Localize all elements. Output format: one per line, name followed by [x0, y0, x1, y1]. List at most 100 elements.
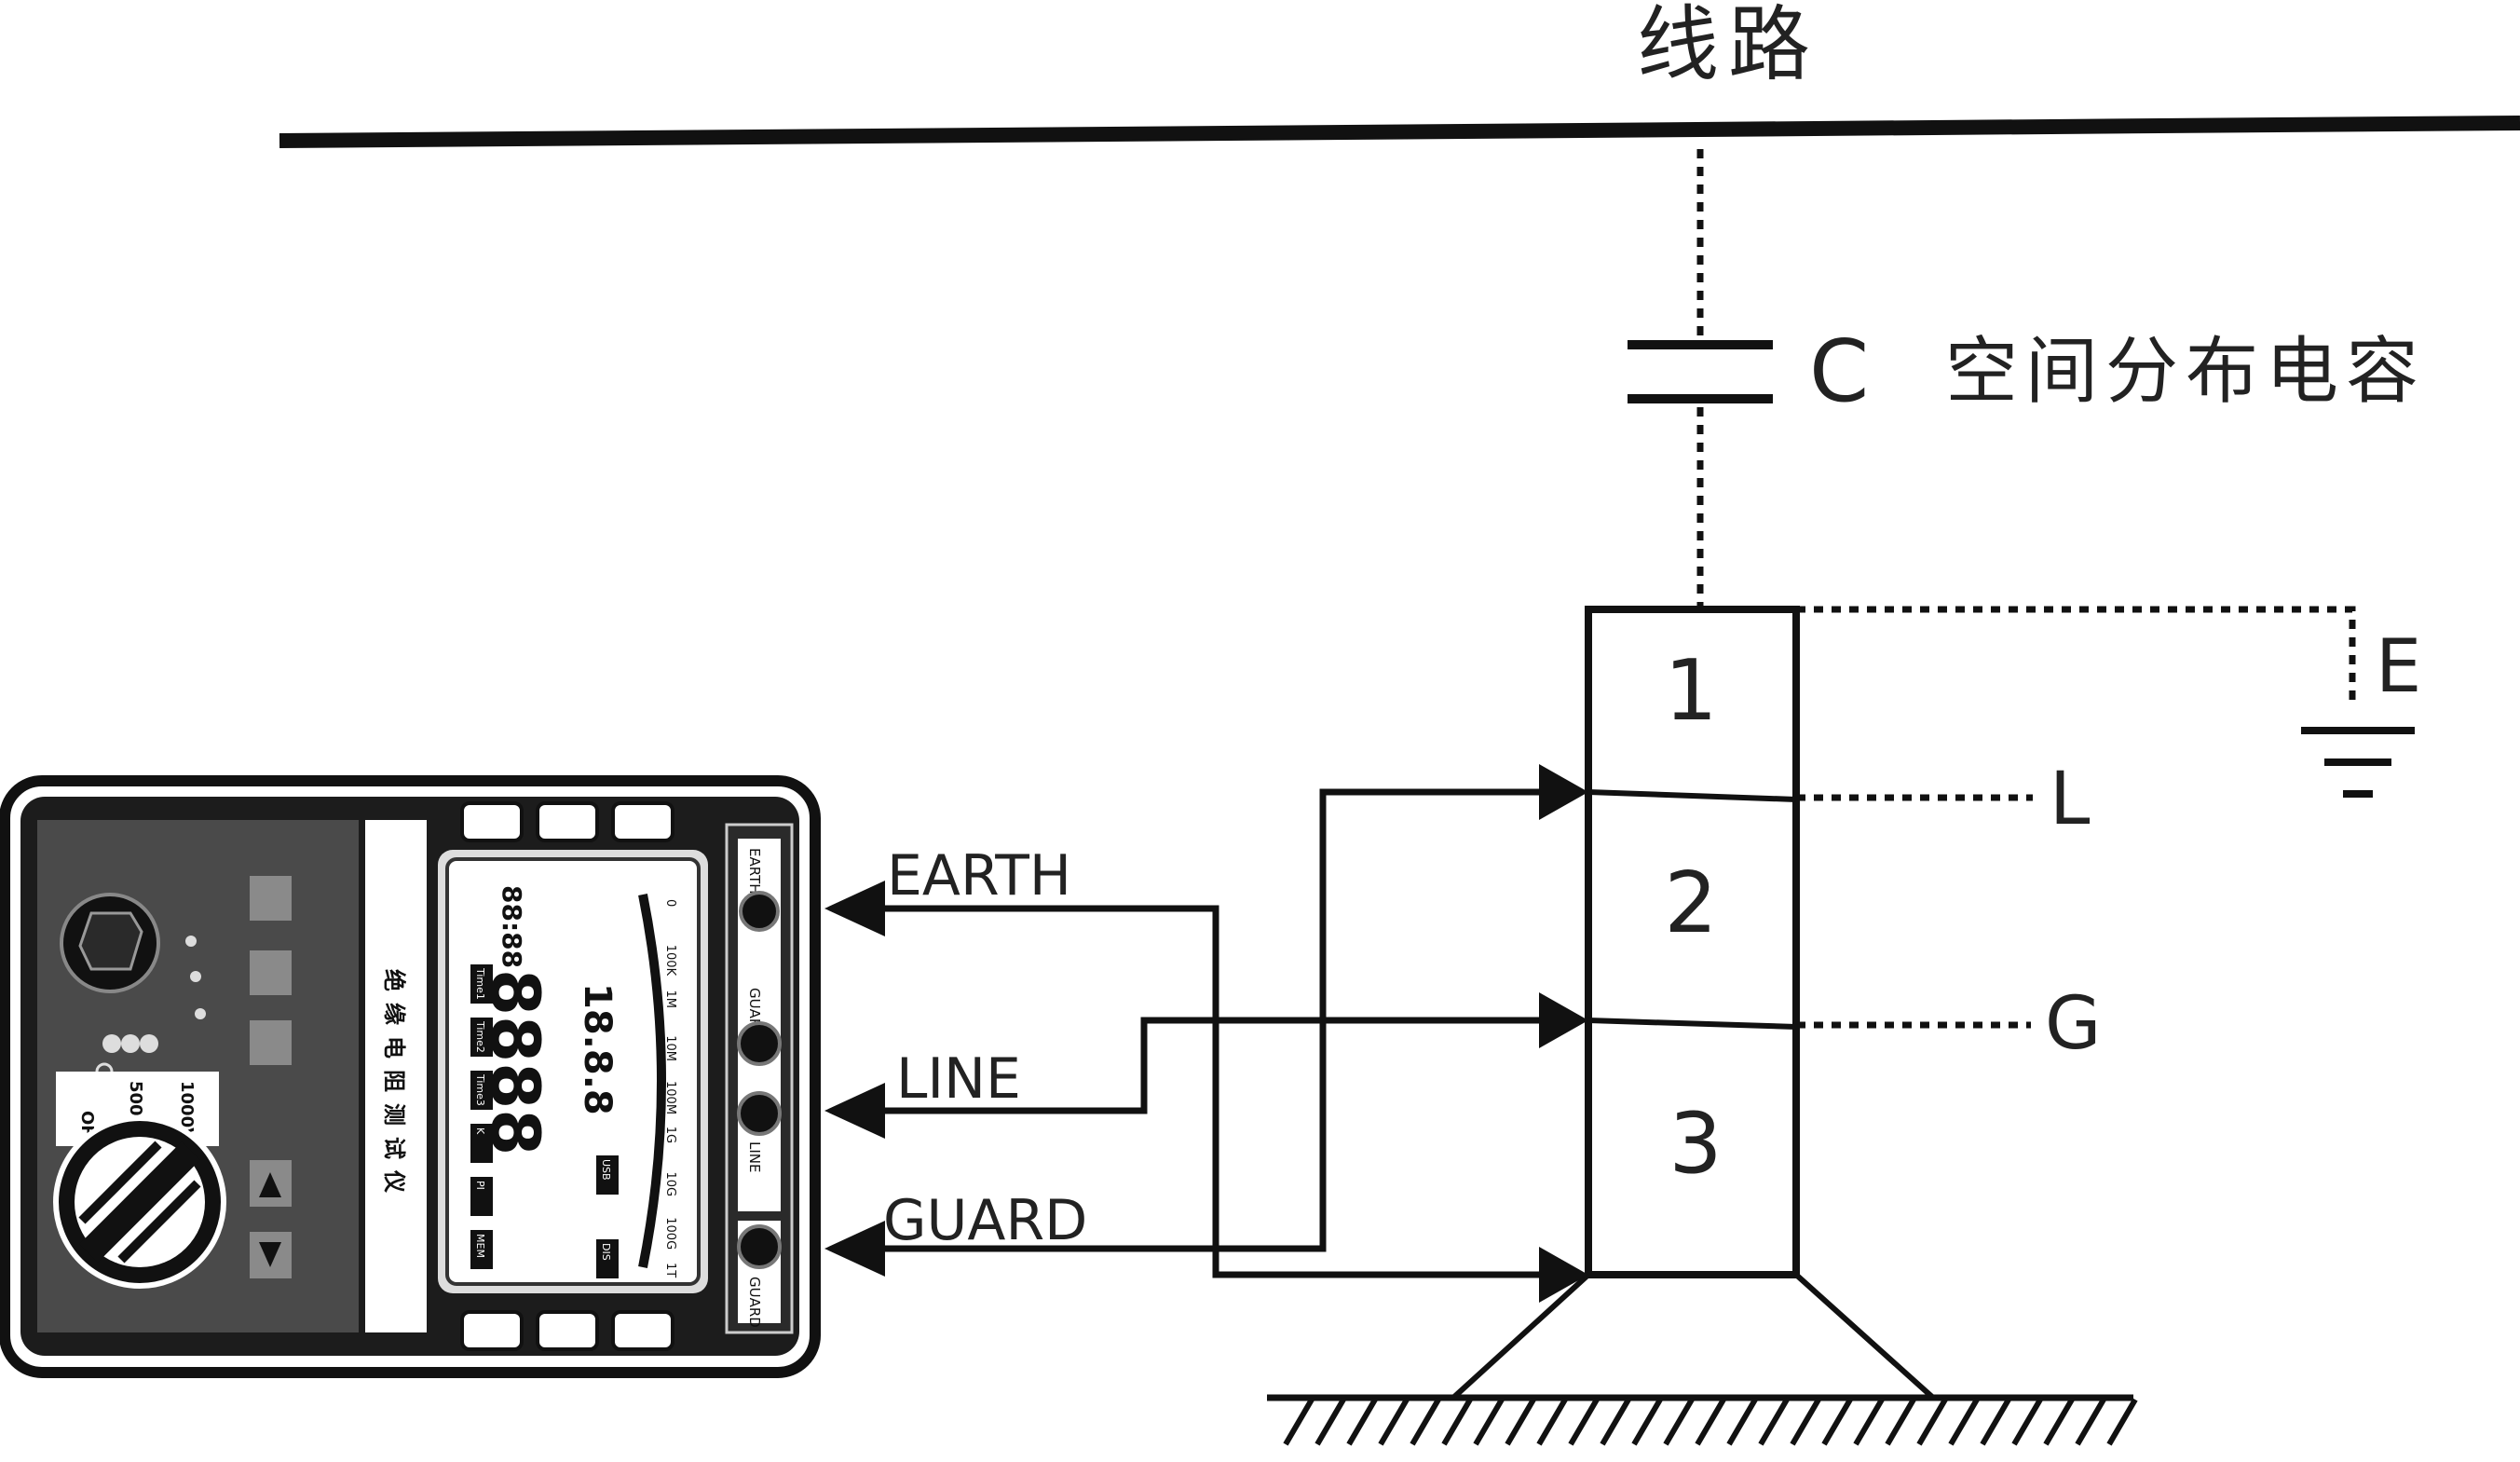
insulator-body: [1585, 606, 1800, 1278]
hatch-stroke: [1283, 1398, 1314, 1446]
lcd-screen: [445, 857, 701, 1286]
capacitor-symbol: [1628, 340, 1773, 403]
ground-hatching: [1283, 1398, 2138, 1446]
lcd-indicator-label: DIS: [600, 1243, 612, 1261]
title-strip: [365, 820, 427, 1332]
lcd-indicator-box: [470, 1124, 493, 1163]
lcd-indicator-box: [596, 1239, 619, 1278]
hatch-stroke: [1568, 1398, 1600, 1446]
meter-title: 绝缘电阻测试仪: [381, 969, 407, 1204]
hatch-stroke: [1346, 1398, 1378, 1446]
earth-terminal-label: EARTH: [887, 843, 1071, 909]
capacitor-description: 空间分布电容: [1945, 330, 2426, 414]
g-label: G: [2045, 982, 2101, 1066]
lcd-indicator-box: [596, 1155, 619, 1195]
svg-text:EARTH: EARTH: [746, 848, 763, 895]
lcd-indicator-box: [470, 1177, 493, 1216]
hatch-stroke: [1758, 1398, 1790, 1446]
line-wire: [824, 992, 1588, 1139]
svg-text:LINE: LINE: [746, 1141, 763, 1172]
line-title: 线路: [1637, 0, 1819, 92]
lcd-indicator-box: [470, 1230, 493, 1269]
insulator-segment-1: 1: [1664, 642, 1717, 740]
hatch-stroke: [1378, 1398, 1410, 1446]
lcd-scale-tick-label: 1M: [663, 991, 677, 1009]
hatch-stroke: [1726, 1398, 1758, 1446]
hatch-stroke: [2043, 1398, 2075, 1446]
guard-jack-upper: GUARD: [737, 978, 782, 1100]
svg-text:GUARD: GUARD: [746, 1277, 763, 1328]
insulator-segment-3: 3: [1669, 1095, 1722, 1193]
insulation-tester: OFF 500V 1000V 绝缘电阻测试仪 0100K1M10M100M1G1…: [0, 775, 821, 1378]
hatch-stroke: [1821, 1398, 1853, 1446]
lcd-scale-tick-label: 10M: [663, 1035, 677, 1061]
lcd-scale-tick-label: 0: [663, 899, 677, 907]
transmission-line: [279, 116, 2520, 148]
lcd-scale-tick-label: 100M: [663, 1081, 677, 1114]
lcd-indicator-label: Time2: [474, 1020, 486, 1053]
hatch-stroke: [1853, 1398, 1885, 1446]
lcd-aux-digits: 18.8.8: [576, 983, 619, 1115]
guard-wire: [824, 764, 1588, 1277]
hatch-stroke: [1948, 1398, 1980, 1446]
lcd-indicator-label: PI: [474, 1181, 486, 1190]
lcd-indicator-label: Time1: [474, 967, 486, 1000]
hatch-stroke: [1410, 1398, 1441, 1446]
line-jack: LINE: [737, 1091, 782, 1211]
hatch-stroke: [1980, 1398, 2011, 1446]
hatch-stroke: [1631, 1398, 1663, 1446]
insulator-segment-2: 2: [1664, 854, 1717, 952]
hatch-stroke: [1441, 1398, 1473, 1446]
lcd-scale-ticks: 0 100K 1M 10M 100M 1G 10G 100G 1T: [663, 899, 677, 1278]
line-terminal-label: LINE: [896, 1046, 1021, 1112]
guard-terminal-label: GUARD: [883, 1188, 1087, 1253]
range-switch: [53, 1115, 226, 1289]
lcd-indicator-label: MEM: [474, 1234, 486, 1258]
earth-jack: EARTH: [738, 839, 781, 978]
hatch-stroke: [1600, 1398, 1631, 1446]
lcd-scale-tick-label: 1T: [663, 1263, 677, 1278]
hatch-stroke: [1663, 1398, 1695, 1446]
lcd-indicator-box: [470, 964, 493, 1004]
lcd-scale-tick-label: 100G: [663, 1217, 677, 1250]
panel-button-1: [250, 876, 292, 921]
lcd-scale-tick-label: 1G: [663, 1127, 677, 1143]
hatch-stroke: [2075, 1398, 2106, 1446]
insulator-stack: 1 2 3: [1585, 606, 1800, 1278]
guard-jack-lower: GUARD: [737, 1221, 782, 1328]
l-label: L: [2050, 758, 2091, 841]
hatch-stroke: [1505, 1398, 1536, 1446]
ground-symbol: [2301, 727, 2415, 798]
top-keys: [460, 801, 674, 842]
switch-pos-1000v: 1000V: [177, 1081, 197, 1141]
lcd-scale-tick-label: 10G: [663, 1172, 677, 1197]
lcd-indicator-box: [470, 1018, 493, 1057]
insulator-divider-2-3: [1587, 1018, 1797, 1030]
hatch-stroke: [2011, 1398, 2043, 1446]
panel-button-3: [250, 1020, 292, 1065]
hatch-stroke: [1536, 1398, 1568, 1446]
tower-base: [1267, 1272, 2133, 1401]
lcd-arc-scale: [638, 894, 666, 1268]
insulator-divider-1-2: [1587, 789, 1797, 802]
hatch-stroke: [1885, 1398, 1916, 1446]
panel-button-2: [250, 950, 292, 995]
lcd-indicator-label: Time3: [474, 1073, 486, 1106]
lcd-time-digits: 88:88: [497, 885, 527, 968]
hatch-stroke: [1916, 1398, 1948, 1446]
capacitor-symbol-label: C: [1809, 321, 1869, 421]
hatch-stroke: [1695, 1398, 1726, 1446]
lcd-scale-tick-label: 100K: [663, 945, 677, 977]
hatch-stroke: [2106, 1398, 2138, 1446]
hatch-stroke: [1473, 1398, 1505, 1446]
earth-wire: [824, 881, 1588, 1303]
lcd-indicator-label: USB: [600, 1159, 612, 1181]
lcd-indicator-label: K: [474, 1127, 486, 1135]
lcd-indicator-box: [470, 1071, 493, 1110]
bottom-keys: [460, 1310, 674, 1351]
hatch-stroke: [1314, 1398, 1346, 1446]
earth-dotted-line: [1796, 606, 2356, 708]
ground-label: E: [2376, 625, 2421, 709]
